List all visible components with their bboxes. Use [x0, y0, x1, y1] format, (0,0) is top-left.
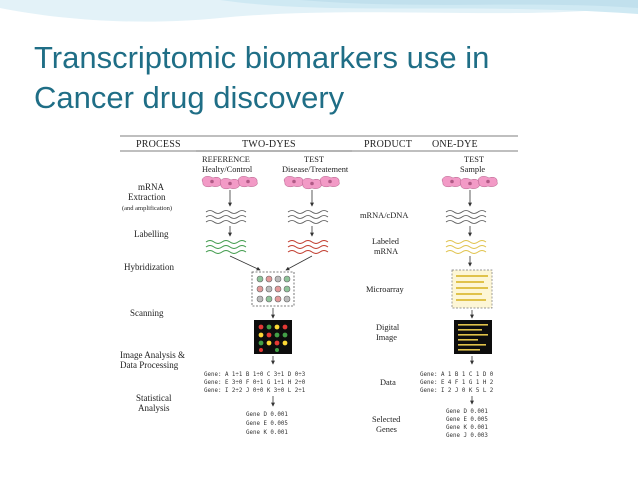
one-dye-data-row: Gene: I 2 J 0 K 5 L 2 [420, 388, 493, 394]
workflow-diagram: PROCESS TWO-DYES PRODUCT ONE-DYE REFEREN… [120, 135, 518, 439]
sample-cells [441, 175, 498, 190]
product-image: Image [376, 333, 397, 342]
step-extraction: Extraction [128, 192, 166, 202]
product-microarray: Microarray [366, 285, 404, 294]
product-mrna: mRNA [374, 247, 398, 256]
step-mrna: mRNA [138, 182, 165, 192]
subheader-test-sub: Disease/Treatement [282, 165, 349, 174]
mrna-strands [205, 210, 487, 224]
product-digital: Digital [376, 323, 400, 332]
header-one-dye: ONE-DYE [432, 139, 478, 150]
two-dye-data-row: Gene: I 2÷2 J 0÷0 K 3÷0 L 2÷1 [204, 388, 306, 394]
product-mrna-cdna: mRNA/cDNA [360, 211, 408, 220]
subheader-reference: REFERENCE [202, 155, 250, 164]
one-dye-selected-gene: Gene K 0.001 [446, 425, 488, 431]
step-analysis: Analysis [138, 403, 170, 413]
header-product: PRODUCT [364, 139, 412, 150]
product-data: Data [380, 378, 396, 387]
step-data-processing: Data Processing [120, 360, 179, 370]
slide-title: Transcriptomic biomarkers use in Cancer … [34, 38, 614, 118]
two-dye-microarray [251, 271, 295, 307]
step-scanning: Scanning [130, 308, 164, 318]
step-hybridization: Hybridization [124, 262, 174, 272]
two-dye-data-row: Gene: A 1÷1 B 1÷0 C 3÷1 D 0÷3 [204, 372, 306, 378]
title-line-2: Cancer drug discovery [34, 80, 345, 115]
two-dye-selected-gene: Gene D 0.001 [246, 412, 288, 418]
product-labeled: Labeled [372, 237, 400, 246]
labeled-mrna [205, 240, 487, 254]
decorative-swoosh [0, 0, 638, 22]
one-dye-selected-gene: Gene E 0.005 [446, 417, 488, 423]
two-dye-data-row: Gene: E 3÷0 F 0÷1 G 1÷1 H 2÷0 [204, 380, 306, 386]
subheader-reference-sub: Healty/Control [202, 165, 253, 174]
step-image-analysis: Image Analysis & [120, 350, 185, 360]
step-labelling: Labelling [134, 229, 169, 239]
step-amplification: (and amplification) [122, 205, 172, 212]
product-genes: Genes [376, 425, 397, 434]
reference-cells [201, 175, 258, 190]
two-dye-selected-gene: Gene K 0.001 [246, 430, 288, 436]
subheader-one-test: TEST [464, 155, 484, 164]
product-selected: Selected [372, 415, 401, 424]
step-statistical: Statistical [136, 393, 172, 403]
two-dye-selected-gene: Gene E 0.005 [246, 421, 288, 427]
one-dye-data-row: Gene: A 1 B 1 C 1 D 0 [420, 372, 494, 378]
one-dye-data-row: Gene: E 4 F 1 G 1 H 2 [420, 380, 493, 386]
one-dye-selected-gene: Gene J 0.003 [446, 433, 488, 439]
microarray-workflow-figure: PROCESS TWO-DYES PRODUCT ONE-DYE REFEREN… [114, 132, 523, 446]
header-two-dyes: TWO-DYES [242, 139, 296, 150]
test-cells [283, 175, 340, 190]
title-line-1: Transcriptomic biomarkers use in [34, 40, 490, 75]
subheader-one-test-sub: Sample [460, 165, 485, 174]
header-process: PROCESS [136, 139, 181, 150]
subheader-test: TEST [304, 155, 324, 164]
one-dye-selected-gene: Gene D 0.001 [446, 409, 488, 415]
two-dye-digital-image [254, 320, 292, 354]
one-dye-digital-image [454, 320, 492, 354]
one-dye-microarray [451, 269, 493, 309]
